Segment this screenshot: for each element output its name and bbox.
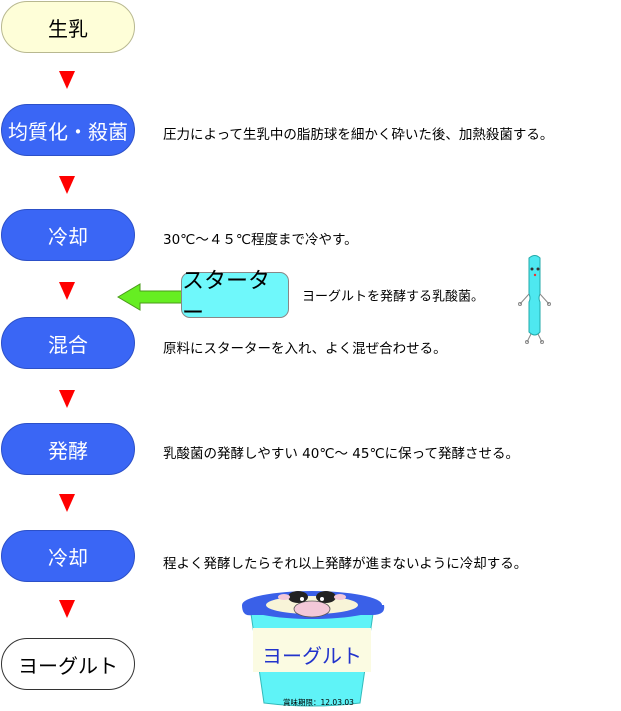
step-homogenize-desc: 圧力によって生乳中の脂肪球を細かく砕いた後、加熱殺菌する。: [163, 127, 554, 143]
step-mix: 混合: [1, 317, 135, 369]
step-cool-1: 冷却: [1, 209, 135, 261]
yogurt-cup-illustration: [242, 591, 385, 707]
step-cool-2-desc: 程よく発酵したらそれ以上発酵が進まないように冷却する。: [163, 556, 528, 572]
step-yogurt: ヨーグルト: [1, 638, 135, 690]
step-ferment-desc: 乳酸菌の発酵しやすい 40℃～ 45℃に保って発酵させる。: [163, 446, 519, 462]
flow-arrow-icon: [59, 494, 75, 512]
yogurt-cup-label: ヨーグルト: [262, 644, 362, 668]
lactic-bacteria-character-icon: [518, 255, 551, 344]
yogurt-cup-expiry: 賞味期限：12.03.03: [283, 698, 354, 707]
starter-desc: ヨーグルトを発酵する乳酸菌。: [302, 289, 485, 305]
flow-arrow-icon: [59, 176, 75, 194]
step-raw-milk: 生乳: [1, 1, 135, 53]
step-cool-1-desc: 30℃～４５℃程度まで冷やす。: [163, 232, 358, 248]
flow-arrow-icon: [59, 390, 75, 408]
flow-arrow-icon: [59, 600, 75, 618]
step-homogenize: 均質化・殺菌: [1, 104, 135, 156]
step-mix-desc: 原料にスターターを入れ、よく混ぜ合わせる。: [163, 341, 447, 357]
step-ferment: 発酵: [1, 423, 135, 475]
flow-arrow-icon: [59, 71, 75, 89]
flow-arrow-icon: [59, 282, 75, 300]
step-cool-2: 冷却: [1, 530, 135, 582]
starter-box: スターター: [181, 269, 289, 326]
green-arrow-icon: [117, 283, 183, 311]
